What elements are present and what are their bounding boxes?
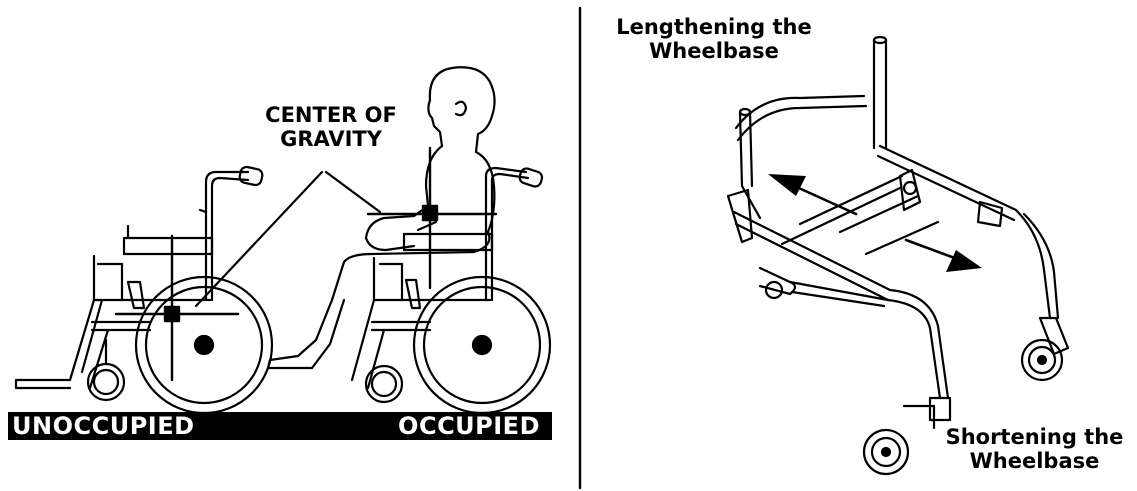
lengthening-label: Lengthening the Wheelbase bbox=[598, 15, 830, 63]
shortening-label-line1: Shortening the bbox=[945, 425, 1124, 449]
cog-label-line2: GRAVITY bbox=[280, 126, 382, 151]
cog-marker-unoccupied bbox=[114, 234, 240, 382]
lengthening-label-line2: Wheelbase bbox=[649, 38, 779, 63]
unoccupied-label: UNOCCUPIED bbox=[12, 412, 195, 440]
cog-leader-lines bbox=[194, 170, 382, 308]
wheelchair-frame bbox=[726, 35, 1060, 400]
front-casters bbox=[862, 316, 1070, 476]
cog-label-line1: CENTER OF bbox=[265, 103, 397, 127]
unoccupied-wheelchair bbox=[14, 165, 274, 415]
occupied-label: OCCUPIED bbox=[398, 412, 540, 440]
occupied-wheelchair bbox=[350, 166, 552, 415]
lengthening-label-line1: Lengthening the bbox=[616, 15, 812, 39]
cog-marker-occupied bbox=[366, 146, 498, 290]
center-of-gravity-label: CENTER OF GRAVITY bbox=[236, 103, 426, 151]
lengthen-arrow bbox=[768, 174, 858, 216]
seated-person bbox=[266, 66, 496, 370]
shortening-label-line2: Wheelbase bbox=[969, 448, 1100, 473]
ground-bar: UNOCCUPIED OCCUPIED bbox=[8, 412, 552, 440]
shorten-arrow bbox=[904, 238, 982, 272]
shortening-label: Shortening the Wheelbase bbox=[932, 425, 1137, 473]
